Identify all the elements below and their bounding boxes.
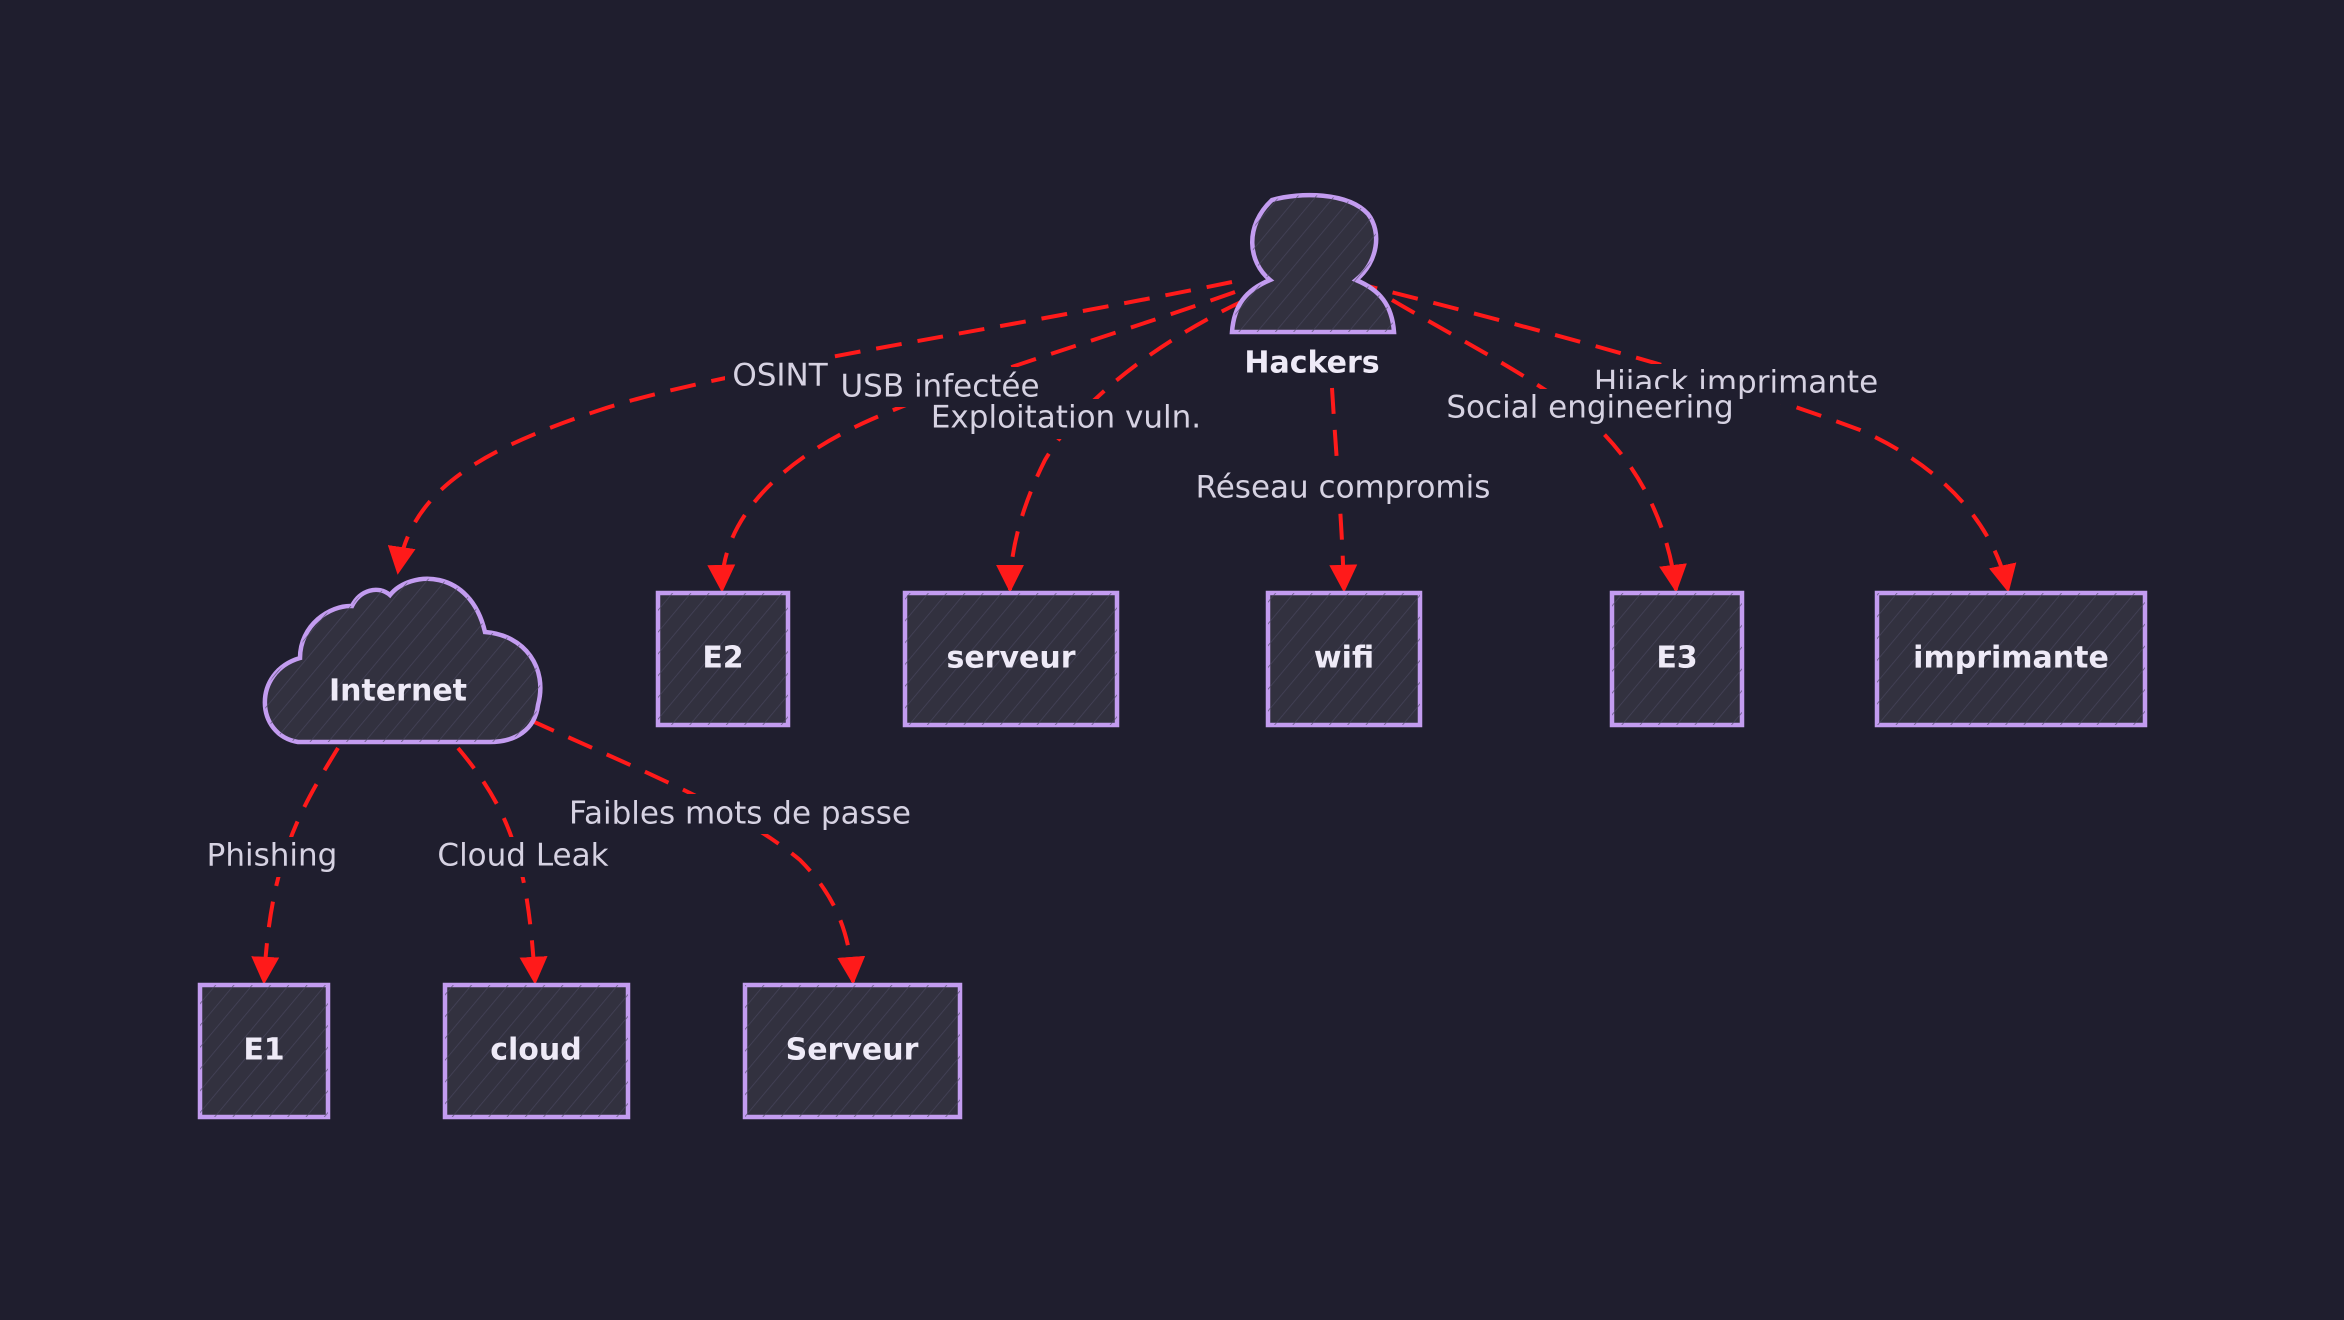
node-cloud: cloud	[442, 982, 631, 1120]
node-imprimante-label: imprimante	[1913, 641, 2109, 676]
node-serveur-internet-label: Serveur	[786, 1033, 919, 1068]
node-hackers-label: Hackers	[1244, 346, 1379, 381]
label-bg-faibles	[560, 794, 920, 834]
edge-label-reseau: Réseau compromis	[1196, 470, 1491, 506]
edge-label-cloud-leak: Cloud Leak	[437, 838, 608, 874]
edge-osint	[387, 280, 1233, 575]
node-serveur-internet: Serveur	[742, 982, 963, 1120]
edge-label-faibles: Faibles mots de passe	[569, 796, 911, 832]
node-internet-label: Internet	[329, 674, 467, 709]
edge-label-osint: OSINT	[732, 358, 828, 394]
edge-usb	[707, 290, 1236, 593]
node-hackers: Hackers	[1229, 192, 1397, 381]
node-wifi-label: wifi	[1314, 641, 1374, 676]
edge-faibles	[529, 718, 866, 985]
edge-social	[1390, 298, 1687, 593]
node-e1: E1	[197, 982, 331, 1120]
node-e3-label: E3	[1656, 641, 1697, 676]
person-icon	[1229, 192, 1397, 335]
cloud-icon	[262, 576, 543, 745]
node-internet: Internet	[262, 576, 543, 745]
node-e2-label: E2	[702, 641, 743, 676]
label-bg-osint	[725, 356, 833, 396]
node-serveur-label: serveur	[946, 641, 1075, 676]
node-e2: E2	[655, 590, 791, 728]
edge-label-social: Social engineering	[1446, 390, 1733, 426]
edge-label-phishing: Phishing	[207, 838, 338, 874]
label-bg-exploit	[922, 399, 1212, 439]
label-bg-cloud-leak	[430, 837, 616, 877]
label-bg-reseau	[1193, 468, 1495, 508]
label-bg-social	[1440, 389, 1738, 429]
node-e3: E3	[1609, 590, 1745, 728]
node-imprimante: imprimante	[1874, 590, 2148, 728]
node-wifi: wifi	[1265, 590, 1423, 728]
node-cloud-label: cloud	[490, 1033, 582, 1068]
edge-hijack	[1351, 280, 2017, 593]
node-e1-label: E1	[243, 1033, 284, 1068]
node-serveur: serveur	[902, 590, 1120, 728]
edge-labels: OSINT USB infectée Exploitation vuln. Ré…	[203, 356, 1886, 877]
label-bg-phishing	[203, 837, 341, 877]
edge-exploit	[996, 298, 1246, 593]
edge-label-exploit: Exploitation vuln.	[931, 400, 1201, 436]
edge-label-usb: USB infectée	[840, 369, 1039, 405]
